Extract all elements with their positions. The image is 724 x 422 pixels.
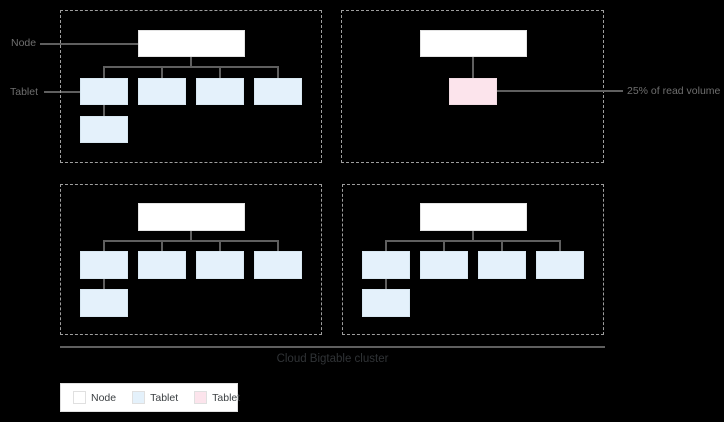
tree-connector — [103, 66, 105, 78]
tablet-box — [80, 289, 128, 317]
node-group-top-right — [341, 10, 604, 163]
read-volume-annotation-label: 25% of read volume — [627, 85, 721, 97]
legend-label: Tablet — [150, 391, 179, 404]
hot-tablet-swatch — [194, 391, 208, 404]
tree-connector — [103, 279, 105, 289]
tree-connector — [219, 240, 221, 251]
node-box — [420, 30, 527, 57]
tree-connector — [103, 240, 105, 251]
tablet-box — [536, 251, 584, 279]
tablet-annotation-line — [44, 91, 80, 93]
tree-connector — [385, 240, 387, 251]
node-box — [138, 203, 245, 231]
cluster-boundary-line — [60, 346, 605, 348]
tree-connector — [277, 240, 279, 251]
tree-connector — [190, 231, 192, 241]
tree-connector — [190, 57, 192, 67]
node-annotation-label: Node — [11, 37, 37, 49]
tablet-box — [254, 251, 302, 279]
legend-label: Node — [91, 391, 117, 404]
cluster-title: Cloud Bigtable cluster — [276, 353, 389, 365]
legend-item-tablet: Tablet — [132, 391, 178, 404]
tree-connector — [161, 240, 163, 251]
tree-connector — [472, 231, 474, 241]
tree-connector — [219, 66, 221, 78]
tree-connector — [103, 105, 105, 116]
tablet-box — [138, 251, 186, 279]
tablet-box — [80, 251, 128, 279]
legend-label: Tablet — [212, 391, 241, 404]
hot-tablet-box — [449, 78, 497, 105]
legend-item-node: Node — [73, 391, 116, 404]
tablet-box — [362, 289, 410, 317]
tablet-box — [420, 251, 468, 279]
tree-connector — [559, 240, 561, 251]
tree-connector — [385, 240, 561, 242]
tablet-box — [196, 78, 244, 105]
tablet-swatch — [132, 391, 146, 404]
read-volume-annotation-line — [497, 90, 623, 92]
node-group-bottom-right — [342, 184, 604, 335]
tablet-box — [478, 251, 526, 279]
tree-connector — [472, 57, 474, 78]
tree-connector — [501, 240, 503, 251]
tablet-box — [362, 251, 410, 279]
tablet-annotation-label: Tablet — [10, 86, 39, 98]
tree-connector — [277, 66, 279, 78]
node-group-top-left — [60, 10, 322, 163]
tree-connector — [385, 279, 387, 289]
tree-connector — [103, 66, 279, 68]
tree-connector — [443, 240, 445, 251]
tablet-box — [80, 116, 128, 143]
node-group-bottom-left — [60, 184, 322, 335]
node-swatch — [73, 391, 86, 404]
legend: Node Tablet Tablet — [60, 383, 240, 412]
tree-connector — [161, 66, 163, 78]
node-box — [420, 203, 527, 231]
tablet-box — [254, 78, 302, 105]
node-annotation-line — [40, 43, 138, 45]
tablet-box — [138, 78, 186, 105]
tree-connector — [103, 240, 279, 242]
node-box — [138, 30, 245, 57]
tablet-box — [80, 78, 128, 105]
tablet-box — [196, 251, 244, 279]
legend-item-hot-tablet: Tablet — [194, 391, 240, 404]
